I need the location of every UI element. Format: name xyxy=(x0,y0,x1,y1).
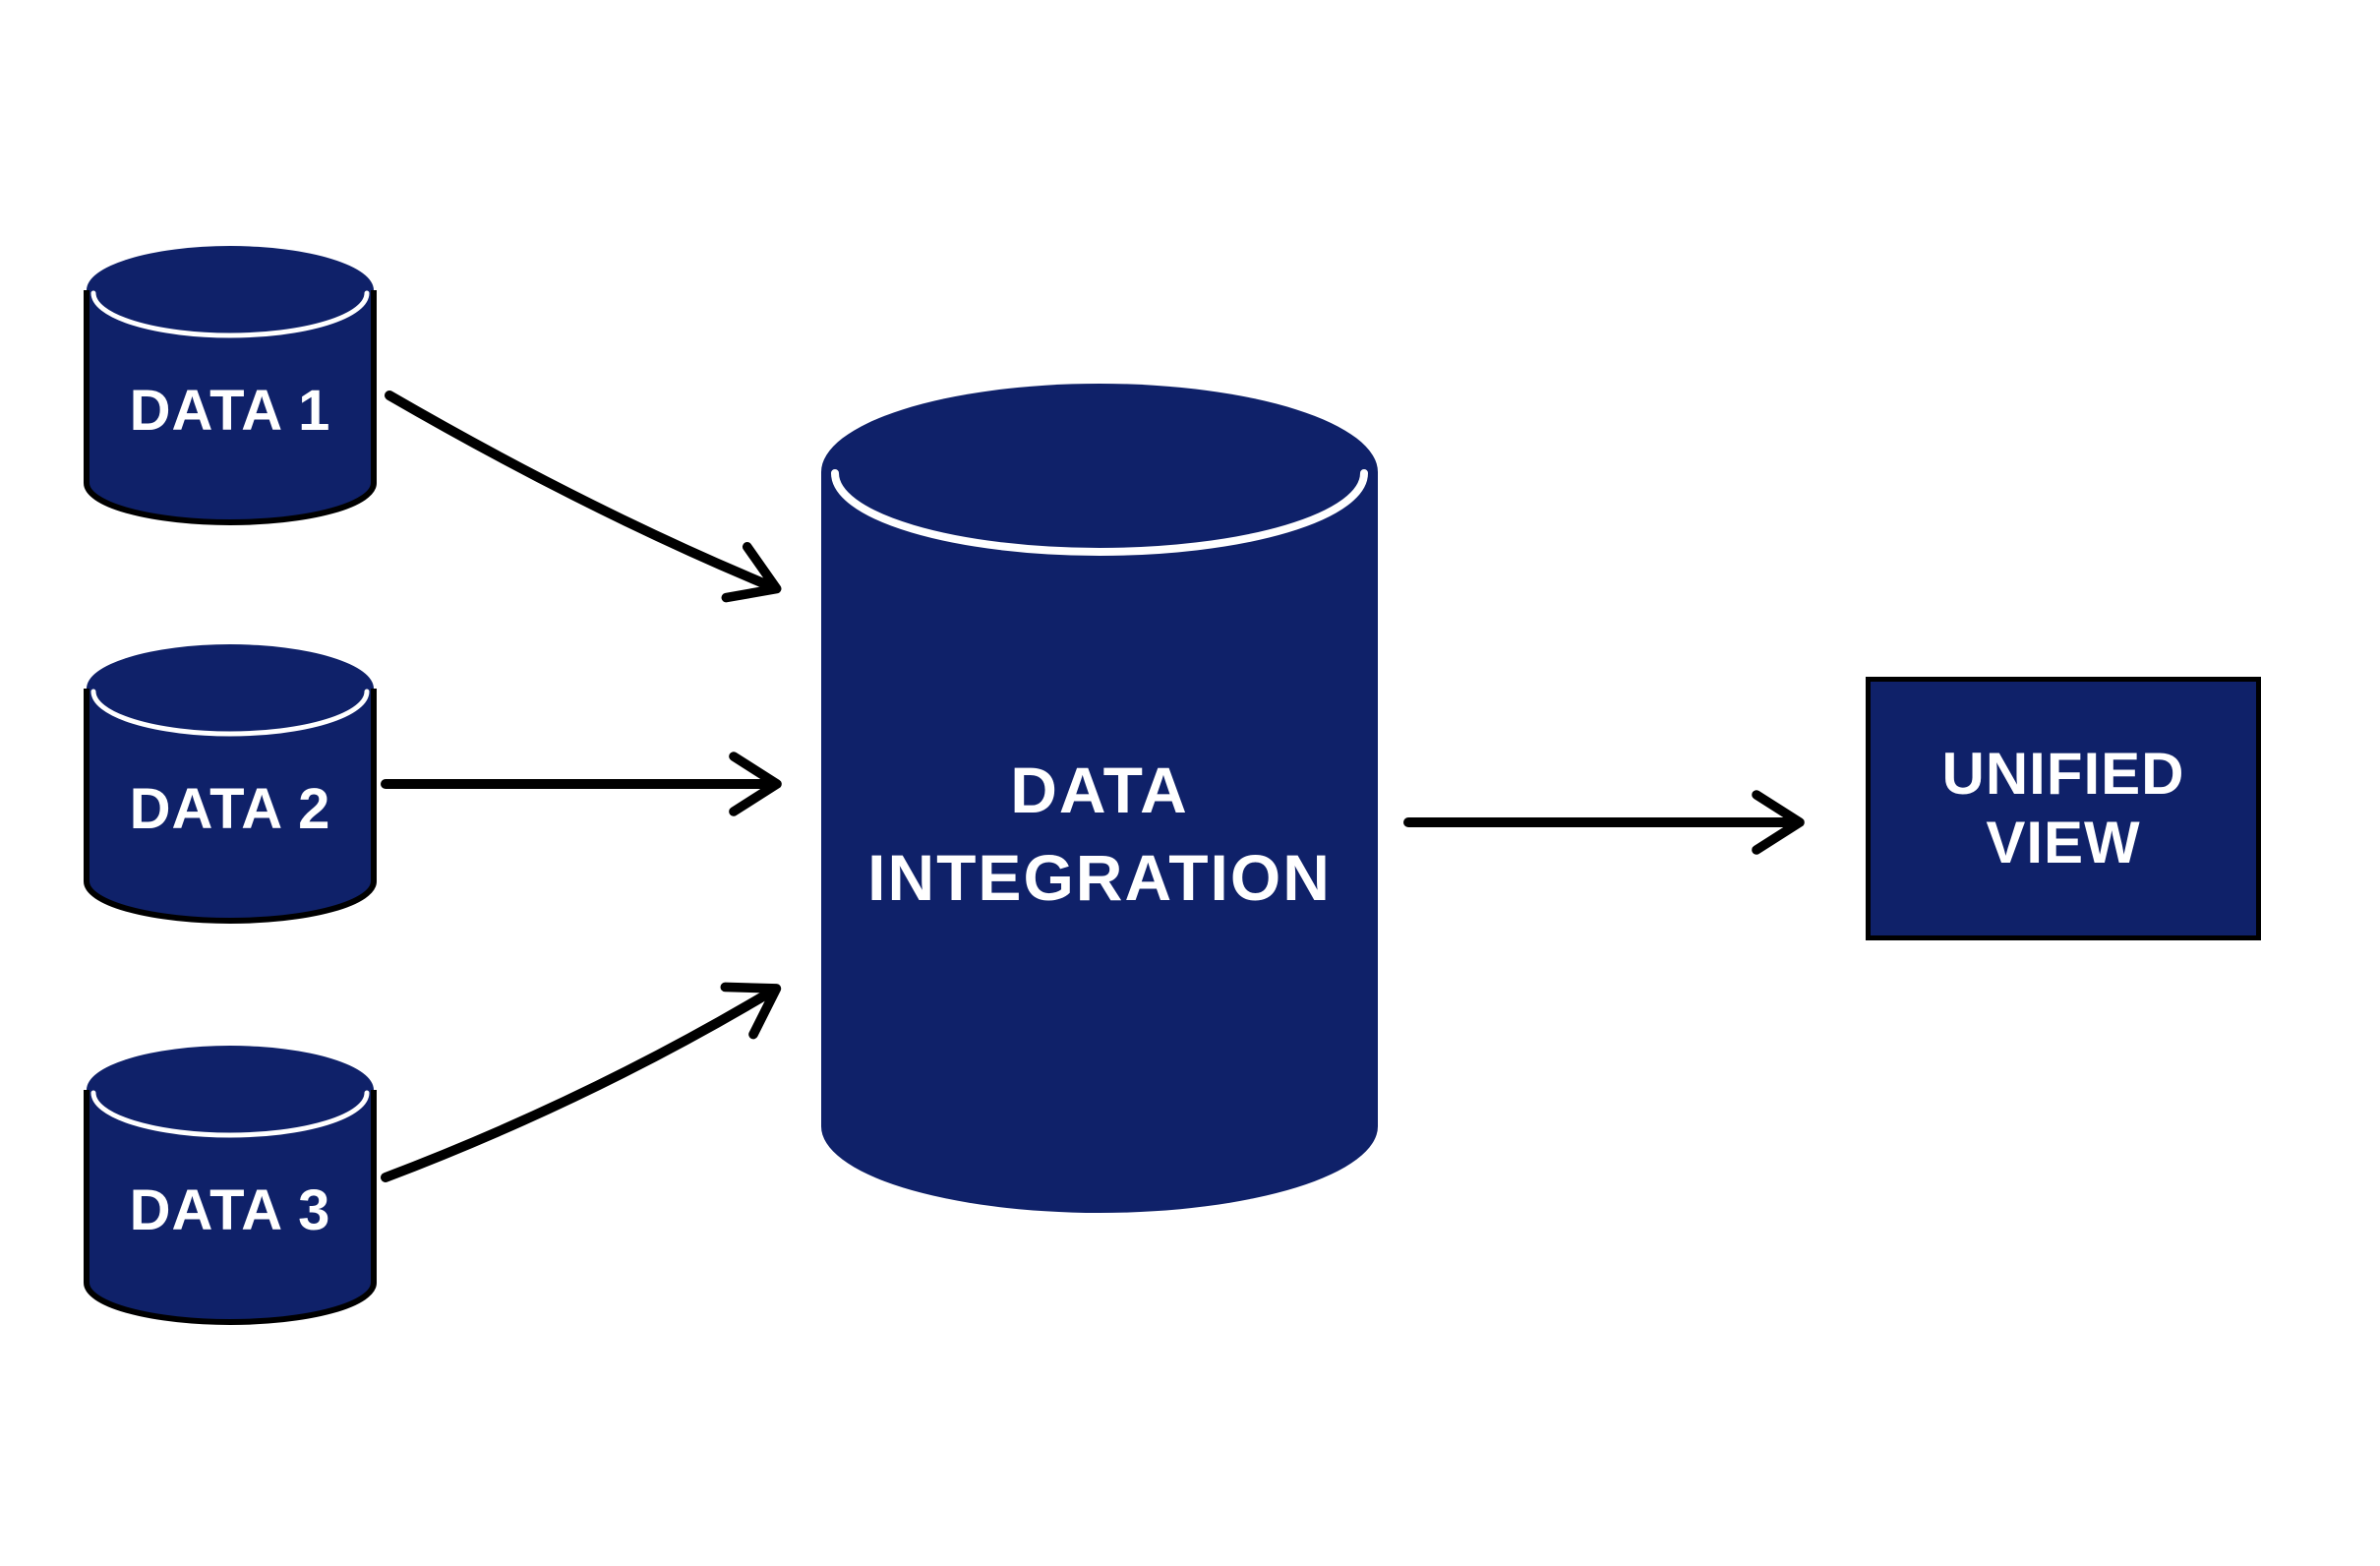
database-cylinder-icon xyxy=(84,644,377,924)
arrow-data3-to-integration xyxy=(381,982,782,1182)
unified-view-label-line2: VIEW xyxy=(1986,810,2141,875)
cylinder-top-highlight xyxy=(90,290,370,338)
source-cylinder-data1: DATA 1 xyxy=(83,242,378,529)
unified-view-label-line1: UNIFIED xyxy=(1941,741,2185,807)
cylinder-outline xyxy=(84,1090,377,1325)
source-label-data1: DATA 1 xyxy=(129,379,331,443)
integration-hub-label: DATA INTEGRATION xyxy=(819,747,1380,922)
source-label-data3: DATA 3 xyxy=(129,1178,331,1242)
source-label-data2: DATA 2 xyxy=(129,777,331,841)
database-cylinder-icon xyxy=(84,246,377,525)
integration-hub-label-line1: DATA xyxy=(1010,753,1189,826)
cylinder-top-highlight xyxy=(831,469,1368,556)
arrow-data1-to-integration xyxy=(385,391,782,603)
cylinder-outline xyxy=(84,290,377,525)
integration-hub-cylinder: DATA INTEGRATION xyxy=(819,379,1380,1227)
cylinder-body xyxy=(87,246,374,522)
cylinder-body xyxy=(87,1046,374,1322)
source-cylinder-data3: DATA 3 xyxy=(83,1042,378,1329)
cylinder-body xyxy=(87,644,374,921)
cylinder-outline xyxy=(84,689,377,924)
integration-hub-label-line2: INTEGRATION xyxy=(867,841,1332,914)
cylinder-top-highlight xyxy=(90,689,370,737)
unified-view-box: UNIFIED VIEW xyxy=(1866,677,2261,940)
source-cylinder-data2: DATA 2 xyxy=(83,640,378,928)
cylinder-top-highlight xyxy=(90,1090,370,1138)
cylinder-body xyxy=(821,384,1378,1213)
database-cylinder-icon xyxy=(84,1046,377,1325)
database-cylinder-icon xyxy=(821,384,1378,1213)
